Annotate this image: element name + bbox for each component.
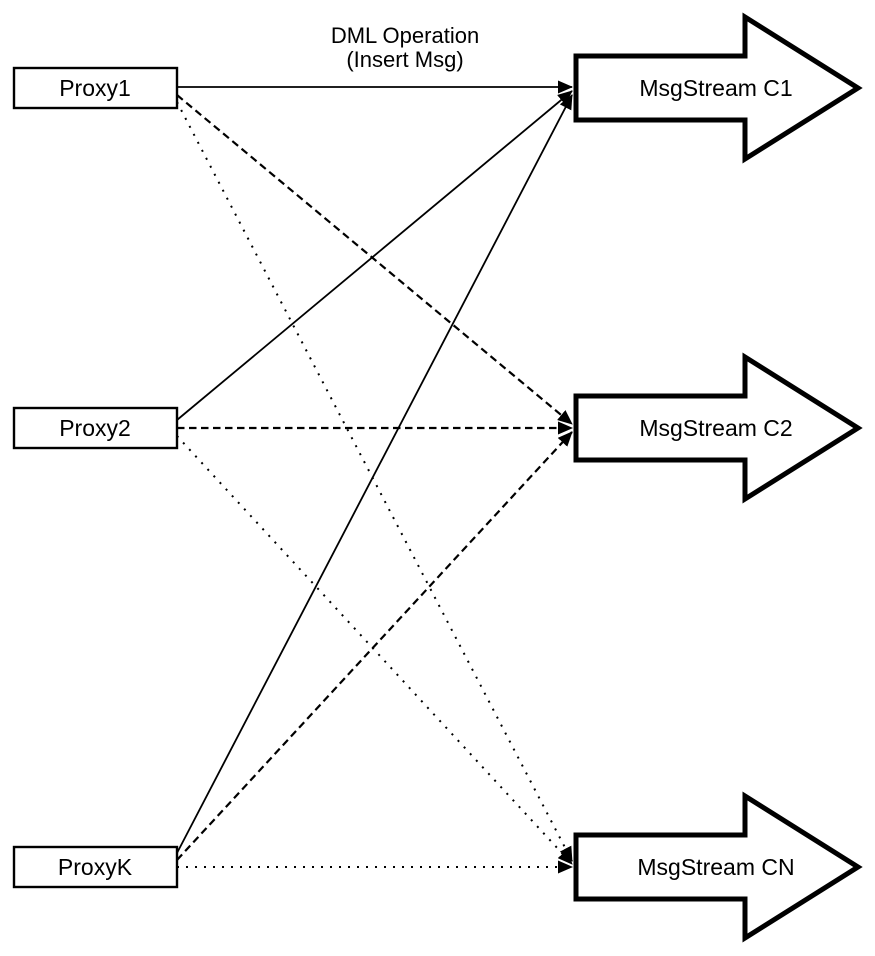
node-msgstream-c2: MsgStream C2 xyxy=(573,352,863,504)
edge-proxyk-msgstream-c2 xyxy=(176,431,573,861)
node-proxyk-box xyxy=(12,845,179,889)
node-msgstream-c2-arrow-shape xyxy=(573,352,863,504)
edge-proxy1-msgstream-c2 xyxy=(176,94,573,425)
node-msgstream-c1-arrow-shape xyxy=(573,12,863,164)
edge-annotation-line1: DML Operation xyxy=(331,23,479,48)
node-proxyk: ProxyK xyxy=(12,845,179,889)
node-msgstream-cn-label: MsgStream CN xyxy=(637,854,794,880)
node-msgstream-c1-label: MsgStream C1 xyxy=(639,75,792,101)
node-proxy1-label: Proxy1 xyxy=(59,75,131,101)
edge-annotation-line2: (Insert Msg) xyxy=(346,47,463,72)
node-proxy2: Proxy2 xyxy=(12,406,179,450)
edge-proxy2-msgstream-c1 xyxy=(176,90,573,421)
edge-proxy2-msgstream-cn xyxy=(176,435,573,865)
edge-proxyk-msgstream-c1 xyxy=(176,94,573,854)
node-proxy2-label: Proxy2 xyxy=(59,415,131,441)
node-msgstream-c1: MsgStream C1 xyxy=(573,12,863,164)
node-msgstream-c2-label: MsgStream C2 xyxy=(639,415,792,441)
edge-proxy1-msgstream-cn xyxy=(176,101,573,862)
node-msgstream-cn-arrow-shape xyxy=(573,791,863,943)
node-msgstream-cn: MsgStream CN xyxy=(573,791,863,943)
node-proxy1: Proxy1 xyxy=(12,66,179,110)
node-proxy2-box xyxy=(12,406,179,450)
node-proxy1-box xyxy=(12,66,179,110)
node-proxyk-label: ProxyK xyxy=(58,854,133,880)
